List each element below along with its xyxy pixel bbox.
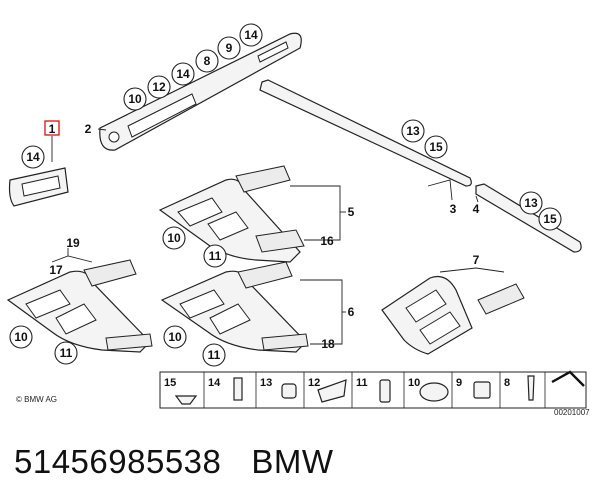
callouts-panel-lower-left: 10 11 (9, 325, 78, 365)
callouts-strip4: 13 15 (519, 191, 562, 231)
svg-text:9: 9 (456, 377, 462, 389)
svg-text:18: 18 (321, 337, 335, 351)
svg-text:13: 13 (260, 377, 272, 389)
trim-piece-1 (8, 167, 69, 207)
legend-pin-8-icon (527, 375, 535, 401)
svg-text:10: 10 (128, 92, 142, 106)
svg-text:14: 14 (176, 67, 190, 81)
svg-text:10: 10 (408, 377, 420, 389)
highlight-box-1 (44, 120, 60, 136)
svg-text:13: 13 (406, 124, 420, 138)
svg-text:5: 5 (348, 205, 355, 219)
svg-text:11: 11 (60, 346, 73, 360)
svg-text:17: 17 (49, 263, 63, 277)
svg-text:1: 1 (49, 122, 56, 136)
svg-text:15: 15 (164, 377, 176, 389)
legend-clip-11-icon (379, 379, 391, 403)
svg-text:10: 10 (167, 231, 181, 245)
svg-text:14: 14 (244, 28, 258, 42)
svg-text:2: 2 (85, 122, 92, 136)
legend-bracket-12-icon (317, 379, 347, 403)
legend-clip-13-icon (281, 383, 297, 399)
svg-text:14: 14 (208, 377, 221, 389)
svg-text:8: 8 (504, 377, 510, 389)
svg-text:11: 11 (208, 348, 221, 362)
legend-fastener-15-icon (174, 395, 198, 405)
arrow-icon (551, 370, 585, 387)
console-insert-7 (381, 275, 525, 355)
svg-text:15: 15 (429, 140, 443, 154)
footer: 51456985538 BMW (14, 440, 334, 484)
svg-text:11: 11 (209, 249, 222, 263)
parts-diagram: 10 12 14 8 9 14 14 13 15 13 15 10 11 10 … (6, 23, 590, 417)
small-parts-legend: 15 14 13 12 11 10 9 8 (159, 370, 587, 409)
trim-strip-2 (99, 32, 302, 151)
part-number: 51456985538 (14, 443, 222, 480)
brand-name: BMW (251, 443, 334, 480)
svg-text:19: 19 (66, 236, 80, 250)
callout-item1: 14 (21, 145, 45, 169)
part-numbers: 1 2 3 4 5 6 7 16 17 18 19 (49, 122, 480, 351)
svg-text:7: 7 (473, 253, 480, 267)
drawing-code: 00201007 (554, 408, 590, 417)
svg-text:4: 4 (473, 202, 480, 216)
side-strip-3 (259, 79, 472, 187)
svg-text:12: 12 (308, 377, 320, 389)
side-strip-4 (475, 183, 582, 253)
callouts-panel-lower-mid: 10 11 (163, 325, 226, 367)
svg-text:3: 3 (450, 202, 457, 216)
legend-cap-10-icon (419, 382, 449, 402)
svg-text:9: 9 (226, 41, 233, 55)
console-panel-5 (158, 165, 305, 263)
svg-text:16: 16 (320, 234, 334, 248)
svg-text:10: 10 (168, 330, 182, 344)
callout-top-row: 10 12 14 8 9 14 (123, 23, 263, 111)
legend-clip-9-icon (473, 381, 491, 399)
callouts-panel-upper-left: 10 11 (162, 226, 227, 268)
svg-text:6: 6 (348, 305, 355, 319)
svg-text:10: 10 (14, 330, 28, 344)
legend-clip-14-icon (233, 377, 243, 401)
console-panel-6 (160, 261, 309, 353)
svg-text:12: 12 (152, 80, 166, 94)
svg-text:14: 14 (26, 150, 40, 164)
callouts-strip3: 13 15 (401, 119, 448, 159)
console-panel-19 (6, 259, 153, 353)
svg-text:11: 11 (356, 377, 368, 389)
copyright: © BMW AG (16, 395, 57, 404)
svg-text:15: 15 (543, 212, 557, 226)
svg-text:8: 8 (204, 54, 211, 68)
svg-text:13: 13 (524, 196, 538, 210)
